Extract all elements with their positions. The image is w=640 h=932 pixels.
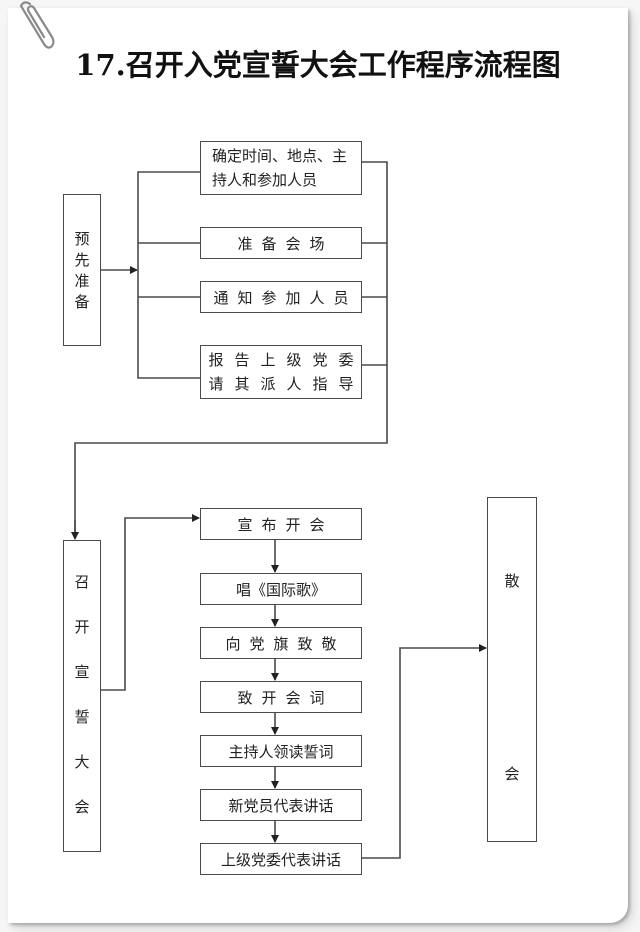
task-determine-time-place: 确定时间、地点、主 持人和参加人员: [200, 141, 362, 195]
task-line: 请其派人指导: [208, 375, 365, 393]
step-label: 唱《国际歌》: [235, 580, 326, 599]
stage-ceremony-char: 召: [74, 573, 90, 591]
task-prepare-venue: 准备会场: [200, 227, 362, 259]
page-title: 17.召开入党宣誓大会工作程序流程图: [75, 48, 561, 82]
task-line: 报告上级党委: [208, 351, 365, 369]
stage-adjourn: 散 会: [487, 497, 537, 842]
stage-ceremony-char: 会: [74, 798, 90, 816]
step-new-member-speech: 新党员代表讲话: [200, 789, 362, 821]
stage-prepare-char: 备: [74, 293, 90, 311]
stage-adjourn-char: 会: [504, 765, 520, 783]
step-salute-party-flag: 向党旗致敬: [200, 627, 362, 659]
step-superior-speech: 上级党委代表讲话: [200, 843, 362, 875]
stage-prepare-char: 预: [74, 230, 90, 248]
paperclip-icon: [19, 1, 55, 49]
stage-prepare-char: 先: [74, 251, 90, 269]
task-report-superior: 报告上级党委 请其派人指导: [200, 345, 362, 399]
stage-ceremony-char: 宣: [74, 663, 90, 681]
step-opening-speech: 致开会词: [200, 681, 362, 713]
stage-ceremony: 召 开 宣 誓 大 会: [63, 540, 101, 852]
stage-ceremony-char: 誓: [74, 708, 90, 726]
step-label: 上级党委代表讲话: [220, 850, 341, 869]
stage-prepare-char: 准: [74, 272, 90, 290]
step-label: 主持人领读誓词: [228, 742, 334, 761]
step-label: 致开会词: [237, 688, 334, 707]
step-label: 宣布开会: [237, 515, 334, 534]
task-line: 确定时间、地点、主: [212, 147, 348, 165]
connector-ceremony-to-steps: [101, 514, 200, 691]
connector-tasks-left-bracket: [137, 171, 200, 379]
stage-adjourn-char: 散: [504, 572, 520, 590]
stage-ceremony-char: 开: [74, 618, 90, 636]
task-line: 持人和参加人员: [212, 171, 318, 189]
task-line: 准备会场: [237, 234, 334, 253]
task-line: 通知参加人员: [213, 288, 358, 307]
stage-prepare: 预 先 准 备: [63, 194, 101, 346]
connector-steps-to-adjourn: [362, 644, 487, 859]
connector-tasks-right-bracket: [74, 161, 388, 538]
step-announce-opening: 宣布开会: [200, 508, 362, 540]
step-label: 向党旗致敬: [225, 634, 346, 653]
step-lead-oath: 主持人领读誓词: [200, 735, 362, 767]
step-label: 新党员代表讲话: [228, 796, 334, 815]
task-notify-attendees: 通知参加人员: [200, 281, 362, 313]
stage-ceremony-char: 大: [74, 753, 90, 771]
step-sing-internationale: 唱《国际歌》: [200, 573, 362, 605]
